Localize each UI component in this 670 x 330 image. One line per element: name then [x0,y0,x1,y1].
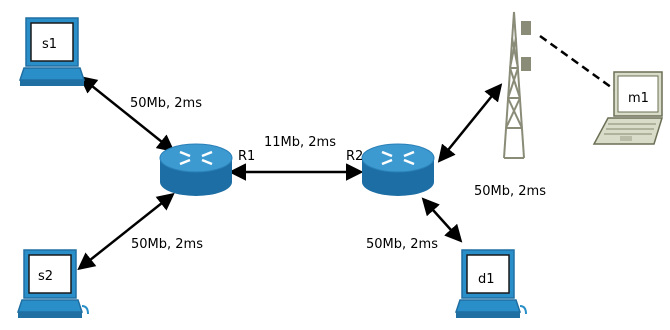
computer-d1[interactable]: d1 [454,249,527,318]
wireless-link-tower-m1 [539,34,616,92]
link-label-s2-r1: 50Mb, 2ms [131,237,203,252]
router-icon [361,143,435,196]
link-label-r2-tower: 50Mb, 2ms [474,184,546,199]
desktop-computer-icon [18,17,86,86]
wireless-tower-icon [503,11,531,159]
laptop-m1[interactable]: m1 [592,71,664,145]
link-s2-r1 [77,192,175,271]
desktop-computer-icon [16,249,89,318]
link-label-r2-d1: 50Mb, 2ms [366,237,438,252]
node-label-s1: s1 [42,37,57,52]
desktop-computer-icon [454,249,527,318]
laptop-icon [592,71,664,145]
router-r1[interactable]: R1 [159,143,255,196]
link-r2-d1 [421,197,463,243]
link-s1-r1 [79,75,175,153]
router-icon [159,143,233,196]
computer-s1[interactable]: s1 [18,17,86,86]
link-label-s1-r1: 50Mb, 2ms [130,96,202,111]
computer-s2[interactable]: s2 [16,249,89,318]
link-r2-tower [437,83,503,163]
node-label-s2: s2 [38,269,53,284]
node-label-r1: R1 [238,149,255,164]
node-label-r2: R2 [346,149,363,164]
node-label-m1: m1 [628,91,649,106]
wireless-tower [503,11,531,159]
link-label-r1-r2: 11Mb, 2ms [264,135,336,150]
node-label-d1: d1 [478,272,495,287]
router-r2[interactable]: R2 [346,143,435,196]
